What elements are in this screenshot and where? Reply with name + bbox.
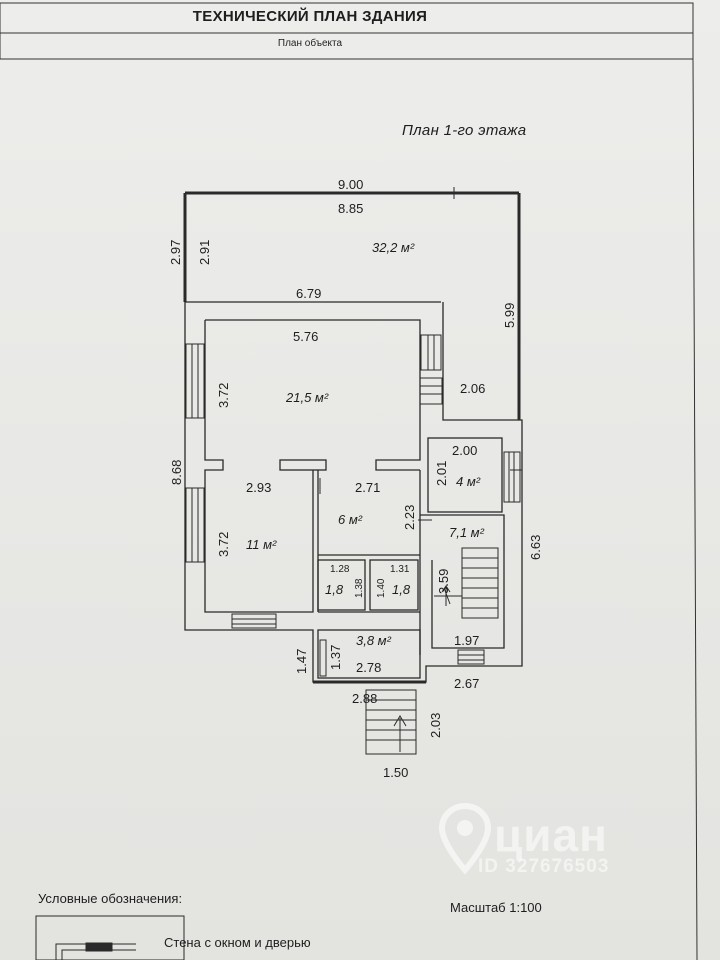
dim-wc1-height: 1.38 [354, 578, 365, 598]
sheet-title: ТЕХНИЧЕСКИЙ ПЛАН ЗДАНИЯ [192, 8, 428, 25]
dim-inner-top: 8.85 [338, 201, 363, 216]
dim-left-outer-top: 2.97 [168, 240, 183, 265]
dim-left-total: 8.68 [169, 460, 184, 485]
interior-stairs [434, 547, 499, 619]
room-area-labels: 32,2 м² 21,5 м² 4 м² 11 м² 6 м² 7,1 м² 1… [246, 240, 485, 648]
dim-small-room-width: 2.00 [452, 443, 477, 458]
dimension-ticks [453, 187, 522, 471]
sheet-subtitle: План объекта [277, 38, 343, 49]
dim-right-notch: 2.06 [460, 381, 485, 396]
title-block-frame [0, 2, 698, 960]
area-wc1: 1,8 [325, 582, 344, 597]
doors [319, 377, 443, 521]
dim-stair-height: 3.59 [436, 569, 451, 594]
dim-wc2-width: 1.40 [376, 578, 387, 598]
area-stair-room: 7,1 м² [449, 525, 485, 540]
dim-mid-width: 6.79 [296, 286, 321, 301]
dim-porch-width-inner: 2.78 [356, 660, 381, 675]
legend-wall-item: Стена с окном и дверью [164, 935, 311, 950]
entrance-steps [365, 689, 417, 755]
dim-right-top: 5.99 [502, 303, 517, 328]
floor-title: План 1-го этажа [402, 122, 527, 139]
dimension-labels: 9.00 8.85 2.97 2.91 5.99 6.79 5.76 3.72 … [168, 177, 543, 780]
dim-porch-height-outer: 1.47 [294, 649, 309, 674]
area-small-room: 4 м² [456, 474, 481, 489]
dim-left-inner-top: 2.91 [197, 240, 212, 265]
watermark-brand: циан [494, 809, 608, 861]
area-terrace: 32,2 м² [372, 240, 415, 255]
dim-porch-height-inner: 1.37 [328, 645, 343, 670]
area-room11: 11 м² [246, 537, 277, 552]
dim-stair-block-width: 2.67 [454, 676, 479, 691]
dim-hall-height: 3.72 [216, 383, 231, 408]
dim-wc1-width: 1.28 [330, 564, 350, 575]
area-hall: 21,5 м² [285, 390, 329, 405]
legend-wall-symbol [35, 915, 185, 960]
dim-steps-width: 1.50 [383, 765, 408, 780]
dim-room11-height: 3.72 [216, 532, 231, 557]
dim-outer-top: 9.00 [338, 177, 363, 192]
area-porch: 3,8 м² [356, 633, 392, 648]
watermark-id: ID 327676503 [478, 856, 610, 877]
cian-logo-icon [438, 802, 492, 875]
windows [185, 334, 521, 677]
area-corridor: 6 м² [338, 512, 363, 527]
dim-stair-width: 1.97 [454, 633, 479, 648]
dim-room11-width: 2.93 [246, 480, 271, 495]
dim-hall-width: 5.76 [293, 329, 318, 344]
dim-small-room-height: 2.01 [434, 461, 449, 486]
scale-label: Масштаб 1:100 [450, 900, 542, 915]
dim-right-total: 6.63 [528, 535, 543, 560]
dim-corridor-height: 2.23 [402, 505, 417, 530]
legend-title: Условные обозначения: [38, 891, 183, 906]
area-wc2: 1,8 [392, 582, 411, 597]
dim-corridor-width: 2.71 [355, 480, 380, 495]
building-walls [183, 191, 523, 684]
dim-wc2-width-b: 1.31 [390, 564, 410, 575]
dim-steps-length: 2.03 [428, 713, 443, 738]
dim-porch-width-outer: 2.88 [352, 691, 377, 706]
